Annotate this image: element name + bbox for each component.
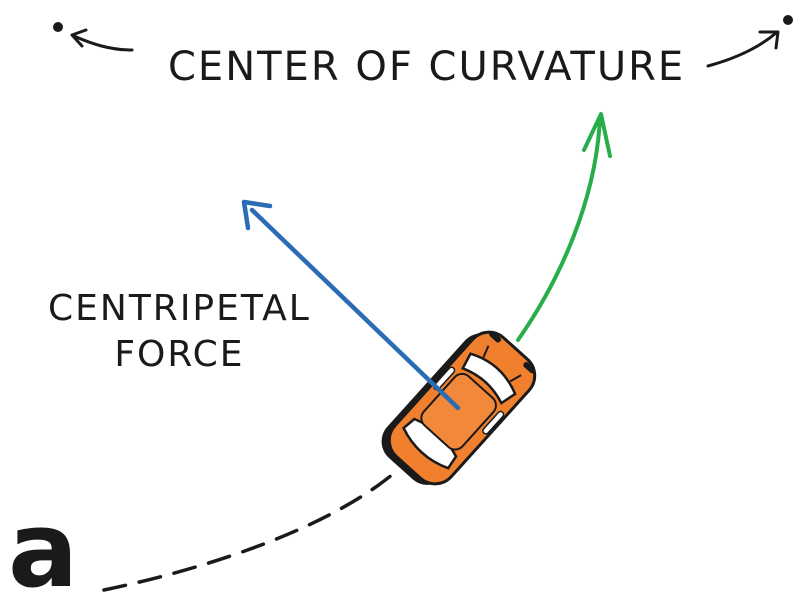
centripetal-force-arrow	[249, 207, 461, 411]
car	[381, 330, 537, 486]
centripetal-force-label-line2: FORCE	[114, 334, 245, 375]
centripetal-force-arrowhead	[241, 199, 273, 231]
velocity-arrow	[516, 116, 602, 342]
trajectory-dashed-path	[102, 466, 402, 592]
panel-letter: a	[8, 489, 79, 603]
left-pointer-arrowhead	[70, 28, 88, 48]
centripetal-force-label-line1: CENTRIPETAL	[48, 288, 311, 329]
right-pointer-arrow	[706, 31, 778, 68]
right-pointer-arrowhead	[758, 30, 780, 50]
centripetal-force-label: CENTRIPETAL FORCE	[48, 286, 311, 378]
right-curvature-point	[783, 15, 793, 25]
left-curvature-point	[53, 22, 63, 32]
center-of-curvature-label: CENTER OF CURVATURE	[168, 44, 686, 90]
velocity-arrowhead	[582, 112, 612, 158]
left-pointer-arrow	[72, 34, 134, 52]
car-front-windshield	[460, 352, 517, 405]
